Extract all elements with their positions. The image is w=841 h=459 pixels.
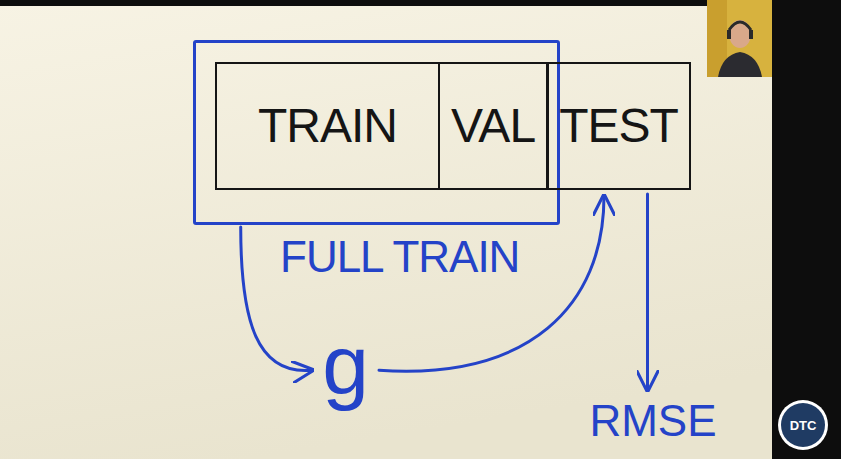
node-label: TRAIN: [258, 100, 397, 153]
webcam-shirt: [718, 52, 762, 77]
node-label: g: [322, 319, 369, 411]
node-label: TEST: [559, 100, 678, 153]
metric-text: RMSE: [585, 396, 721, 447]
webcam-thumbnail: [707, 0, 772, 77]
side-bar: [772, 0, 841, 459]
split-cell: TRAIN: [215, 62, 440, 190]
webcam-wall: [707, 0, 772, 77]
logo-label: DTC: [790, 419, 817, 432]
split-cell: VAL: [438, 62, 549, 190]
flow-arrow: [646, 194, 649, 390]
dtc-logo: [778, 400, 828, 450]
webcam-headset: [729, 22, 751, 30]
webcam-earpiece: [749, 30, 753, 39]
logo-ring: [778, 400, 828, 450]
logo-disc: [781, 403, 825, 447]
group-box: FULL TRAINTRAINVAL: [193, 40, 560, 225]
node-label: RMSE: [589, 397, 716, 445]
node-label: VAL: [451, 100, 535, 153]
split-cell: TEST: [546, 62, 691, 190]
webcam-face: [729, 20, 751, 48]
webcam-earpiece: [727, 30, 731, 39]
group-label: FULL TRAIN: [280, 232, 519, 283]
model-symbol: g: [318, 318, 373, 413]
